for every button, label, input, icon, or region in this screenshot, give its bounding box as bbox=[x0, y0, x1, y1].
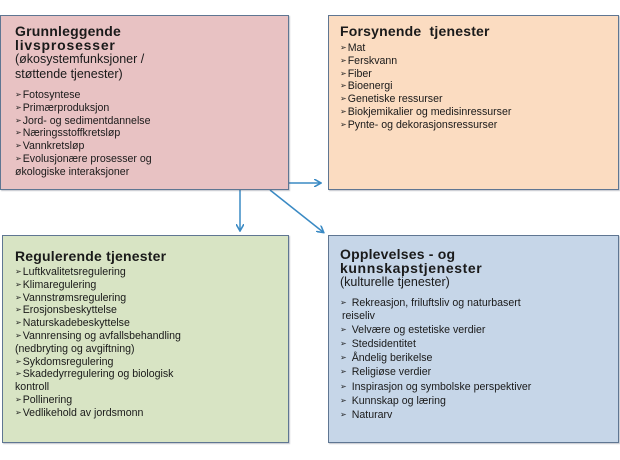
arrowhead-bullet-icon: ➢ bbox=[15, 128, 22, 138]
list-item: ➢Ferskvann bbox=[340, 54, 398, 67]
cultural-title-line2: kunnskapstjenester bbox=[340, 260, 483, 276]
box-provisioning-services: Forsynende tjenester ➢Mat ➢Ferskvann ➢Fi… bbox=[328, 15, 619, 190]
arrowhead-bullet-icon: ➢ bbox=[340, 68, 347, 78]
list-item: ➢Primærproduksjon bbox=[15, 101, 110, 114]
list-item-continuation: reiseliv bbox=[342, 310, 375, 323]
arrowhead-bullet-icon: ➢ bbox=[15, 305, 22, 315]
arrowhead-bullet-icon: ➢ bbox=[15, 102, 22, 112]
list-item: ➢Vannrensing og avfallsbehandling bbox=[15, 329, 181, 342]
cultural-list: ➢Rekreasjon, friluftsliv og naturbasert … bbox=[340, 296, 531, 422]
list-item: ➢Inspirasjon og symbolske perspektiver bbox=[340, 380, 532, 393]
list-item: ➢Næringsstoffkretsløp bbox=[15, 127, 121, 140]
arrowhead-bullet-icon: ➢ bbox=[15, 318, 22, 328]
provisioning-list: ➢Mat ➢Ferskvann ➢Fiber ➢Bioenergi ➢Genet… bbox=[340, 42, 511, 132]
list-item: ➢Evolusjonære prosesser og bbox=[15, 152, 152, 165]
list-item: ➢Rekreasjon, friluftsliv og naturbasert bbox=[340, 297, 521, 309]
list-item: ➢Kunnskap og læring bbox=[340, 394, 446, 407]
arrowhead-bullet-icon: ➢ bbox=[340, 81, 347, 91]
list-item-continuation: (nedbryting og avgiftning) bbox=[15, 342, 135, 355]
arrowhead-bullet-icon: ➢ bbox=[340, 381, 347, 391]
list-item: ➢Åndelig berikelse bbox=[340, 352, 433, 365]
arrowhead-bullet-icon: ➢ bbox=[340, 106, 347, 116]
box-cultural-services: Opplevelses - og kunnskapstjenester (kul… bbox=[328, 235, 619, 443]
arrowhead-bullet-icon: ➢ bbox=[15, 115, 22, 125]
list-item: ➢Naturskadebeskyttelse bbox=[15, 317, 130, 330]
arrowhead-bullet-icon: ➢ bbox=[340, 298, 347, 307]
arrowhead-bullet-icon: ➢ bbox=[340, 353, 347, 363]
list-item: ➢Luftkvalitetsregulering bbox=[15, 266, 126, 278]
regulating-list: ➢Luftkvalitetsregulering ➢Klimaregulerin… bbox=[15, 266, 181, 420]
list-item: ➢Sykdomsregulering bbox=[15, 355, 114, 368]
arrowhead-bullet-icon: ➢ bbox=[340, 325, 347, 335]
cultural-title-line1: Opplevelses - og bbox=[340, 246, 456, 262]
arrowhead-bullet-icon: ➢ bbox=[15, 356, 22, 366]
list-item: ➢Religiøse verdier bbox=[340, 366, 432, 379]
list-item: ➢Mat bbox=[340, 42, 366, 54]
arrowhead-bullet-icon: ➢ bbox=[15, 141, 22, 151]
provisioning-title: Forsynende tjenester bbox=[340, 23, 490, 39]
box-regulating-services: Regulerende tjenester ➢Luftkvalitetsregu… bbox=[2, 235, 289, 443]
list-item-continuation: kontroll bbox=[15, 381, 50, 394]
list-item-continuation: økologiske interaksjoner bbox=[15, 165, 130, 178]
list-item: ➢Fotosyntese bbox=[15, 89, 81, 101]
list-item: ➢Erosjonsbeskyttelse bbox=[15, 304, 117, 317]
arrowhead-bullet-icon: ➢ bbox=[15, 407, 22, 417]
list-item: ➢Skadedyrregulering og biologisk bbox=[15, 368, 174, 381]
arrowhead-bullet-icon: ➢ bbox=[340, 339, 347, 349]
arrowhead-bullet-icon: ➢ bbox=[15, 90, 22, 99]
supporting-list: ➢Fotosyntese ➢Primærproduksjon ➢Jord- og… bbox=[15, 89, 152, 179]
box-supporting-services: Grunnleggende livsprosesser (økosystemfu… bbox=[0, 15, 289, 190]
list-item: ➢Stedsidentitet bbox=[340, 338, 416, 351]
cultural-subtitle: (kulturelle tjenester) bbox=[340, 275, 450, 289]
list-item: ➢Vannstrømsregulering bbox=[15, 291, 127, 304]
arrowhead-bullet-icon: ➢ bbox=[340, 94, 347, 104]
arrowhead-bullet-icon: ➢ bbox=[15, 369, 22, 379]
arrowhead-bullet-icon: ➢ bbox=[15, 394, 22, 404]
list-item: ➢Jord- og sedimentdannelse bbox=[15, 114, 151, 127]
list-item: ➢Vannkretsløp bbox=[15, 140, 85, 153]
arrow-to-cultural bbox=[269, 189, 323, 232]
arrowhead-bullet-icon: ➢ bbox=[340, 409, 347, 419]
regulating-title: Regulerende tjenester bbox=[15, 248, 167, 264]
arrowhead-bullet-icon: ➢ bbox=[15, 153, 22, 163]
supporting-subtitle-line1: (økosystemfunksjoner / bbox=[15, 52, 145, 66]
list-item: ➢Klimaregulering bbox=[15, 278, 97, 291]
arrowhead-bullet-icon: ➢ bbox=[340, 395, 347, 405]
supporting-title-line2: livsprosesser bbox=[15, 37, 116, 53]
list-item: ➢Bioenergi bbox=[340, 80, 393, 93]
list-item: ➢Vedlikehold av jordsmonn bbox=[15, 406, 144, 419]
arrowhead-bullet-icon: ➢ bbox=[15, 279, 22, 289]
list-item: ➢Fiber bbox=[340, 67, 372, 80]
list-item: ➢Pollinering bbox=[15, 393, 73, 406]
list-item: ➢Velvære og estetiske verdier bbox=[340, 324, 486, 337]
list-item: ➢Biokjemikalier og medisinressurser bbox=[340, 105, 512, 118]
arrowhead-bullet-icon: ➢ bbox=[15, 330, 22, 340]
list-item: ➢Naturarv bbox=[340, 408, 393, 421]
arrowhead-bullet-icon: ➢ bbox=[340, 43, 347, 52]
supporting-title-line1: Grunnleggende bbox=[15, 23, 122, 39]
arrowhead-bullet-icon: ➢ bbox=[15, 267, 22, 276]
list-item: ➢Genetiske ressurser bbox=[340, 93, 443, 106]
arrowhead-bullet-icon: ➢ bbox=[340, 119, 347, 129]
arrowhead-bullet-icon: ➢ bbox=[340, 55, 347, 65]
supporting-subtitle-line2: støttende tjenester) bbox=[15, 67, 123, 81]
arrowhead-bullet-icon: ➢ bbox=[15, 292, 22, 302]
arrowhead-bullet-icon: ➢ bbox=[340, 367, 347, 377]
list-item: ➢Pynte- og dekorasjonsressurser bbox=[340, 118, 498, 131]
